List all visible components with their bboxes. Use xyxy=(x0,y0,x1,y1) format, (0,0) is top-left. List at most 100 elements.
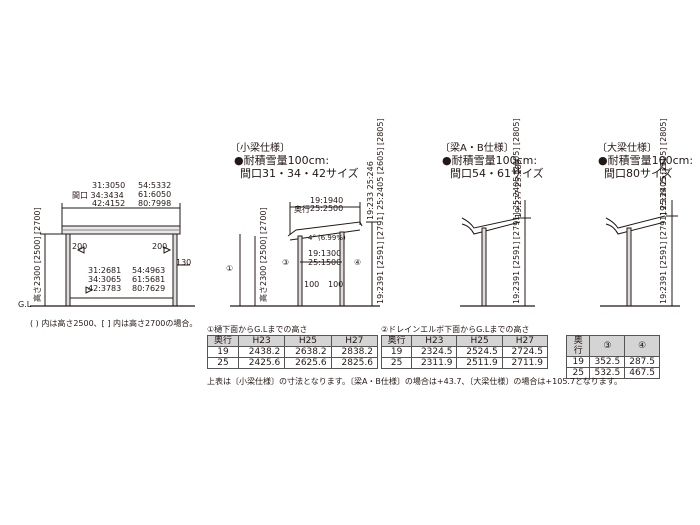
small-beam-post-front xyxy=(297,235,303,307)
table3-header: 奥行 xyxy=(565,335,591,357)
small-beam-height: 高さ2300 [2500] [2700] xyxy=(259,207,268,302)
small-beam-sizes: 間口31・34・42サイズ xyxy=(240,167,359,180)
small-beam-post-back xyxy=(339,231,345,307)
table-cell: 2638.2 xyxy=(284,346,332,358)
mark-3: ③ xyxy=(282,258,290,267)
table-cell: 2324.5 xyxy=(411,346,458,358)
dim-inner-1: 31:2681 xyxy=(88,266,122,275)
front-post-left xyxy=(65,233,71,307)
beam-ab-title: 〔梁A・B仕様〕 xyxy=(440,143,514,154)
table-cell: 25 xyxy=(207,357,239,369)
table2-header: H23 xyxy=(411,335,458,347)
big-beam-vert-dims: 19:2391 [2591] [2791] 25:2405 [2605] [28… xyxy=(659,118,668,304)
table2-header: H27 xyxy=(501,335,549,347)
small-beam-top-dims: 19:233 25:246 xyxy=(366,161,375,220)
front-height-label: 高さ2300 [2500] [2700] xyxy=(33,207,42,302)
dim-top-4: 61:6050 xyxy=(138,190,172,199)
small-beam-vert-dims: 19:2391 [2591] [2791] 25:2405 [2605] [28… xyxy=(376,118,385,304)
dim-inner-2: 54:4963 xyxy=(132,266,166,275)
small-beam-depth-label: 奥行 xyxy=(294,205,310,214)
post-spacing-left: 200 xyxy=(72,242,88,251)
big-beam-post xyxy=(626,227,632,307)
table1: 奥行 H23 H25 H27 19 2438.2 2638.2 2838.2 2… xyxy=(207,335,379,369)
table2-caption: ②ドレインエルボ下面からG.Lまでの高さ xyxy=(381,325,530,334)
slope-pct: (6.99%) xyxy=(318,234,346,242)
table1-header: H23 xyxy=(237,335,286,347)
table-cell: 19 xyxy=(380,346,413,358)
table-cell: 19 xyxy=(565,356,591,368)
table-cell: 2838.2 xyxy=(330,346,379,358)
table-row: 25 532.5 467.5 xyxy=(565,367,660,379)
table1-header: 奥行 xyxy=(207,335,239,347)
front-post-right xyxy=(172,233,178,307)
height-note: ( ) 内は高さ2500、[ ] 内は高さ2700の場合。 xyxy=(30,319,198,328)
table3-header: ③ xyxy=(589,335,626,357)
table1-caption: ①樋下面からG.Lまでの高さ xyxy=(207,325,308,334)
table-cell: 2711.9 xyxy=(501,357,549,369)
small-beam-roof xyxy=(287,221,363,237)
big-beam-roof xyxy=(605,215,666,229)
beam-ab-snow: ●耐積雪量100cm: xyxy=(442,154,538,167)
small-beam-span-2: 25:1500 xyxy=(308,258,342,267)
mark-4: ④ xyxy=(354,258,362,267)
dim-inner-4: 61:5681 xyxy=(132,275,166,284)
table-cell: 287.5 xyxy=(624,356,660,368)
table-cell: 467.5 xyxy=(624,367,660,379)
table2: 奥行 H23 H25 H27 19 2324.5 2524.5 2724.5 2… xyxy=(380,335,549,369)
table2-header: H25 xyxy=(456,335,503,347)
mark-1: ① xyxy=(226,264,234,273)
table-row: 19 2438.2 2638.2 2838.2 xyxy=(207,346,379,358)
table2-header-row: 奥行 H23 H25 H27 xyxy=(380,335,549,347)
table-row: 25 2311.9 2511.9 2711.9 xyxy=(380,357,549,369)
table-cell: 2438.2 xyxy=(237,346,286,358)
table-cell: 2825.6 xyxy=(330,357,379,369)
table-cell: 2625.6 xyxy=(284,357,332,369)
table-cell: 2425.6 xyxy=(237,357,286,369)
table-cell: 19 xyxy=(207,346,239,358)
beam-ab-vert-dims: 19:2391 [2591] [2791] 25:2405 [2605] [28… xyxy=(512,118,521,304)
big-beam-snow: ●耐積雪量100cm: xyxy=(598,154,694,167)
table1-header: H25 xyxy=(284,335,332,347)
dim-inner-5: 42:3783 xyxy=(88,284,122,293)
table-cell: 2511.9 xyxy=(456,357,503,369)
big-beam-title: 〔大梁仕様〕 xyxy=(597,143,657,154)
small-beam-span-1: 19:1300 xyxy=(308,249,342,258)
table-cell: 2524.5 xyxy=(456,346,503,358)
table1-header: H27 xyxy=(330,335,379,347)
table-cell: 532.5 xyxy=(589,367,626,379)
table-cell: 2724.5 xyxy=(501,346,549,358)
table-cell: 25 xyxy=(565,367,591,379)
table-row: 25 2425.6 2625.6 2825.6 xyxy=(207,357,379,369)
table-cell: 25 xyxy=(380,357,413,369)
ground-label: G.L xyxy=(18,300,32,309)
table-row: 19 2324.5 2524.5 2724.5 xyxy=(380,346,549,358)
dim-inner-3: 34:3065 xyxy=(88,275,122,284)
table3-header-row: 奥行 ③ ④ xyxy=(565,335,660,357)
post-spacing-right: 200 xyxy=(152,242,168,251)
side-overhang: 130 xyxy=(176,258,192,267)
small-beam-offset-2: 100 xyxy=(328,280,344,289)
table-cell: 2311.9 xyxy=(411,357,458,369)
beam-ab-post xyxy=(481,227,487,307)
small-beam-depth-1: 19:1940 xyxy=(310,196,344,205)
slope-deg: 4° xyxy=(308,234,316,242)
small-beam-snow: ●耐積雪量100cm: xyxy=(234,154,330,167)
table3: 奥行 ③ ④ 19 352.5 287.5 25 532.5 467.5 xyxy=(565,335,660,379)
table1-header-row: 奥行 H23 H25 H27 xyxy=(207,335,379,347)
table2-header: 奥行 xyxy=(380,335,413,347)
small-beam-depth-2: 25:2500 xyxy=(310,204,344,213)
dim-inner-6: 80:7629 xyxy=(132,284,166,293)
beam-ab-sizes: 間口54・61サイズ xyxy=(450,167,544,180)
dim-top-5: 42:4152 xyxy=(92,199,126,208)
small-beam-title: 〔小梁仕様〕 xyxy=(230,143,290,154)
dim-top-6: 80:7998 xyxy=(138,199,172,208)
dim-top-2: 54:5332 xyxy=(138,181,172,190)
dim-top-3: 間口 34:3434 xyxy=(72,191,124,200)
table-cell: 352.5 xyxy=(589,356,626,368)
dim-top-1: 31:3050 xyxy=(92,181,126,190)
small-beam-offset-1: 100 xyxy=(304,280,320,289)
table-row: 19 352.5 287.5 xyxy=(565,356,660,368)
table3-header: ④ xyxy=(624,335,660,357)
big-beam-sizes: 間口80サイズ xyxy=(604,167,673,180)
